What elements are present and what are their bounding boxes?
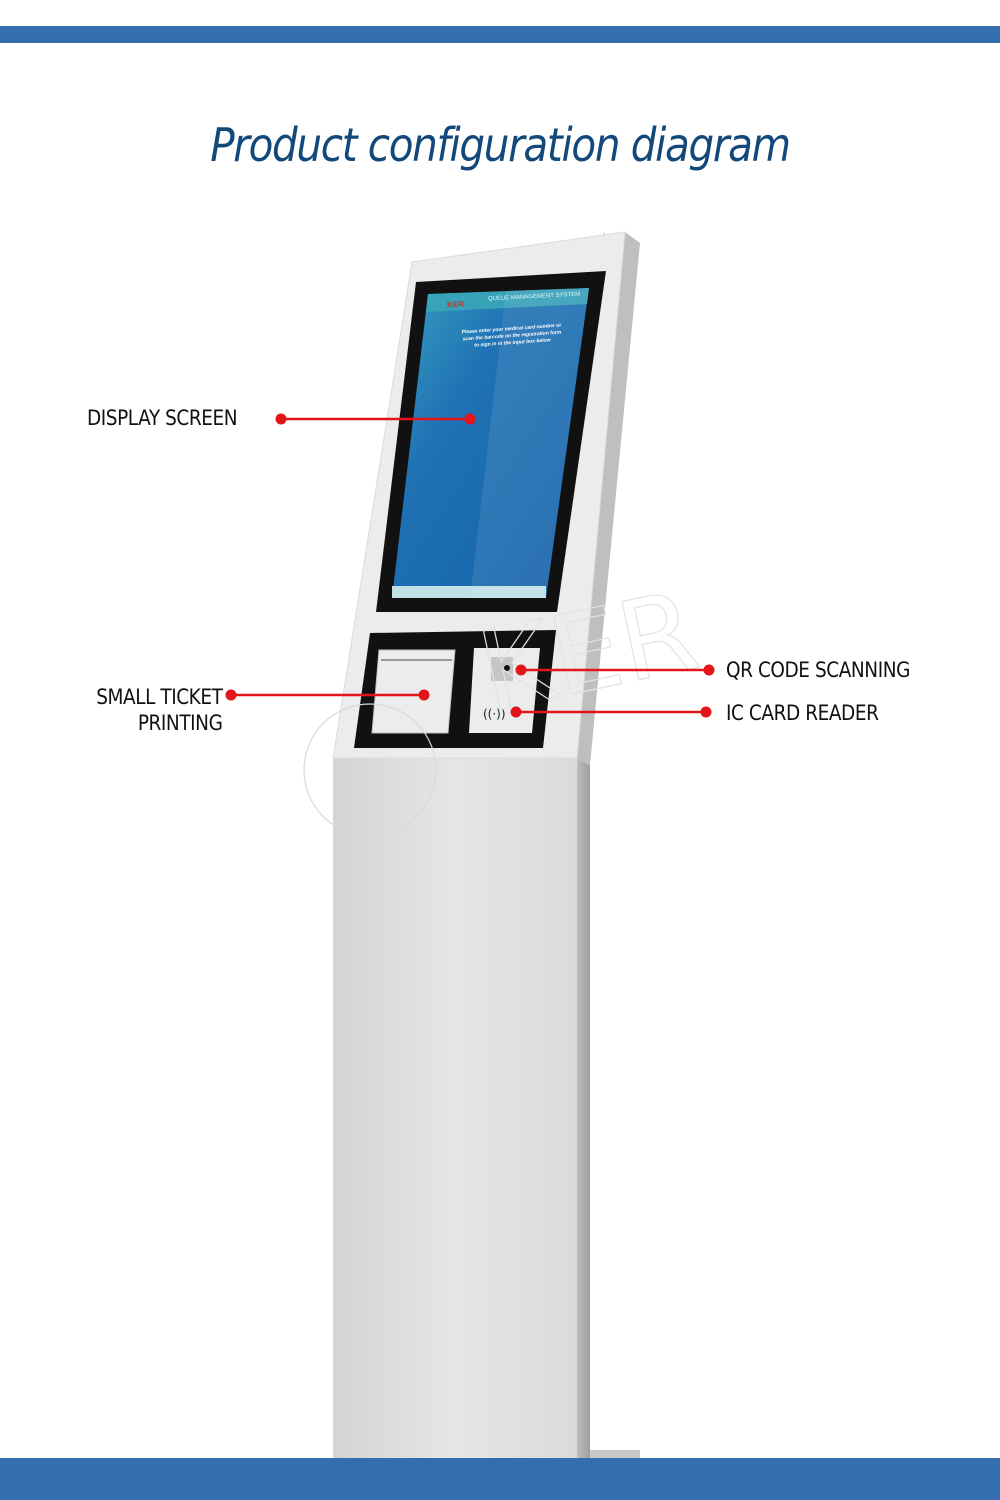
bottom-accent-bar — [0, 1458, 1000, 1500]
top-accent-bar — [0, 26, 1000, 43]
callout-line: SMALL TICKET — [95, 685, 223, 709]
kiosk-screen-brand: KER — [446, 299, 465, 310]
callout-display-screen: DISPLAY SCREEN — [87, 406, 238, 430]
callout-line: PRINTING — [137, 711, 222, 735]
callout-qr-code-scanning: QR CODE SCANNING — [726, 658, 910, 682]
svg-text:((·)): ((·)) — [483, 707, 506, 721]
callout-ic-card-reader: IC CARD READER — [726, 701, 879, 725]
page-title: Product configuration diagram — [210, 118, 791, 172]
callout-small-ticket-printing: SMALL TICKET PRINTING — [95, 684, 223, 736]
